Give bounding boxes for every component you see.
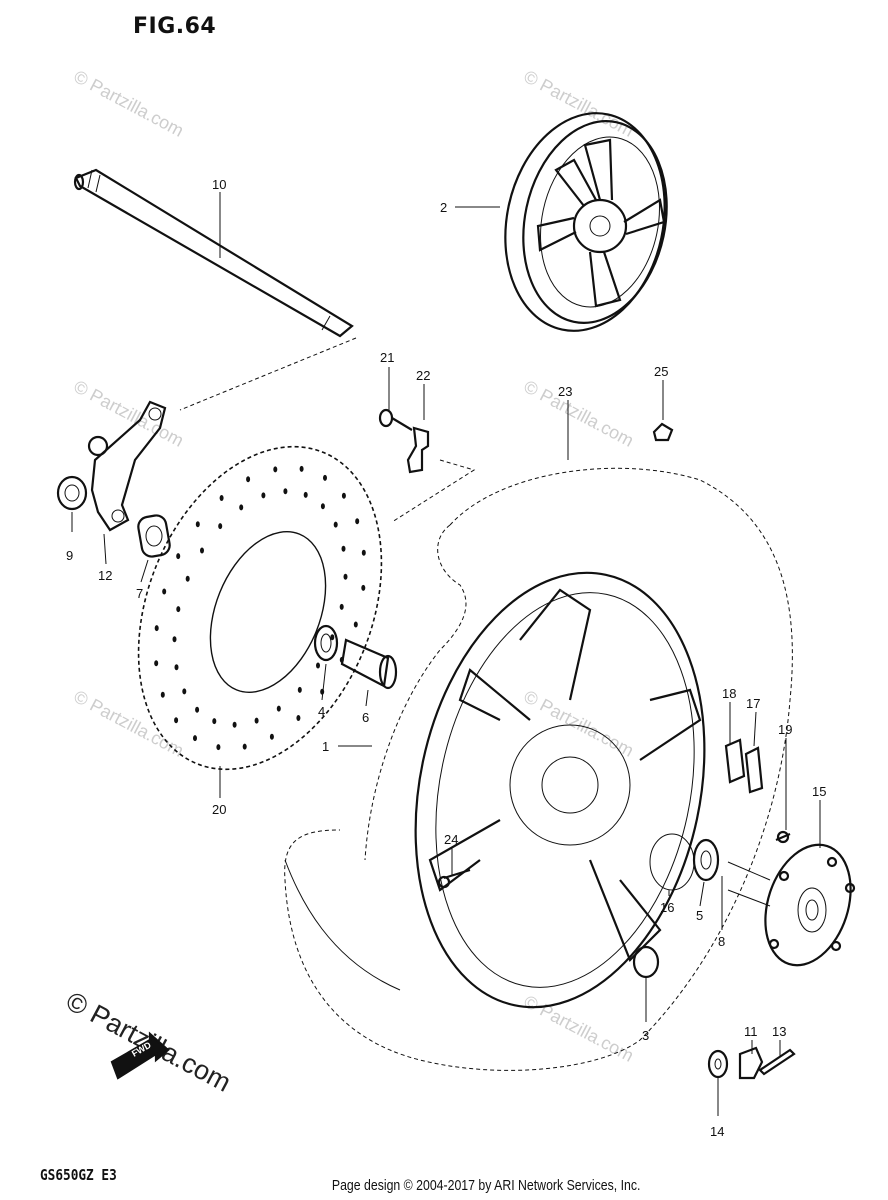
callout-5: 5 <box>696 908 703 923</box>
disc-hole <box>160 691 165 698</box>
model-code: GS650GZ E3 <box>40 1166 117 1184</box>
disc-hole <box>154 625 159 632</box>
disc-hole <box>246 476 251 483</box>
disc-hole <box>174 717 179 724</box>
wheel-rim <box>504 112 668 332</box>
disc-hole <box>254 717 259 724</box>
callout-14: 14 <box>710 1124 724 1139</box>
disc-hole <box>296 715 301 721</box>
disc-hole <box>361 584 366 591</box>
disc-hole <box>276 705 281 712</box>
disc-hole <box>320 503 325 510</box>
disc-hole <box>273 466 278 473</box>
disc-hole <box>242 743 247 750</box>
disc-hole <box>323 474 327 481</box>
disc-hole <box>218 523 223 530</box>
front-axle <box>73 168 354 338</box>
forward-arrow-icon: FWD <box>110 1031 170 1080</box>
copyright-text: Page design © 2004-2017 by ARI Network S… <box>331 1177 641 1194</box>
copyright-notice: Page design © 2004-2017 by ARI Network S… <box>0 1177 888 1194</box>
speedometer-gearbox <box>56 400 171 558</box>
disc-hole <box>195 706 200 713</box>
disc-hole <box>303 491 308 498</box>
disc-hole <box>219 495 224 501</box>
balance-weights <box>724 738 791 844</box>
hub-parts <box>649 833 856 967</box>
callout-18: 18 <box>722 686 736 701</box>
disc-hole <box>316 662 320 669</box>
disc-hole <box>239 504 244 511</box>
callout-21: 21 <box>380 350 394 365</box>
figure-title: FIG.64 <box>133 14 217 39</box>
leader-lines <box>71 192 821 1116</box>
disc-hole <box>361 549 366 556</box>
disc-hole <box>216 744 221 751</box>
disc-hole <box>339 603 344 610</box>
callout-24: 24 <box>444 832 458 847</box>
callout-6: 6 <box>362 710 369 725</box>
callout-19: 19 <box>778 722 792 737</box>
disc-hole <box>330 634 335 641</box>
tire <box>284 467 793 1071</box>
callout-20: 20 <box>212 802 226 817</box>
disc-hole <box>172 636 177 643</box>
disc-hole <box>193 735 197 742</box>
disc-hole <box>341 492 346 499</box>
callout-10: 10 <box>212 177 226 192</box>
disc-hole <box>174 664 179 671</box>
disc-hole <box>176 606 181 613</box>
callout-22: 22 <box>416 368 430 383</box>
disc-hole <box>182 688 187 695</box>
bearing-and-spacer <box>313 624 398 690</box>
callout-1: 1 <box>322 739 329 754</box>
callout-23: 23 <box>558 384 572 399</box>
nut-washer-cotter <box>707 1046 796 1080</box>
bolt-and-dust-seal <box>437 868 660 979</box>
disc-hole <box>333 521 338 528</box>
callout-9: 9 <box>66 548 73 563</box>
callout-4: 4 <box>318 704 325 719</box>
callout-12: 12 <box>98 568 112 583</box>
disc-hole <box>299 465 304 472</box>
callout-13: 13 <box>772 1024 786 1039</box>
callout-7: 7 <box>136 586 143 601</box>
callout-17: 17 <box>746 696 760 711</box>
disc-hole <box>355 518 360 525</box>
callout-25: 25 <box>654 364 668 379</box>
callout-11: 11 <box>744 1024 758 1039</box>
disc-hole <box>353 621 358 628</box>
callout-15: 15 <box>812 784 826 799</box>
disc-hole <box>297 686 302 693</box>
disc-hole <box>212 718 217 725</box>
disc-hole <box>162 588 167 595</box>
disc-hole <box>261 492 266 499</box>
disc-hole <box>176 553 181 560</box>
small-fasteners <box>378 408 674 474</box>
disc-hole <box>232 721 237 728</box>
callout-2: 2 <box>440 200 447 215</box>
disc-hole <box>341 545 346 552</box>
brake-disc <box>137 445 383 771</box>
callout-3: 3 <box>642 1028 649 1043</box>
disc-hole <box>195 521 200 528</box>
disc-hole <box>269 733 274 740</box>
disc-hole <box>343 573 348 580</box>
callout-labels: 1 2 3 4 5 6 7 8 9 10 11 12 13 14 15 16 1… <box>66 177 826 1139</box>
disc-hole <box>185 575 190 582</box>
callout-8: 8 <box>718 934 725 949</box>
disc-hole <box>154 660 159 667</box>
disc-hole <box>200 547 204 554</box>
callout-16: 16 <box>660 900 674 915</box>
disc-hole <box>283 488 288 495</box>
